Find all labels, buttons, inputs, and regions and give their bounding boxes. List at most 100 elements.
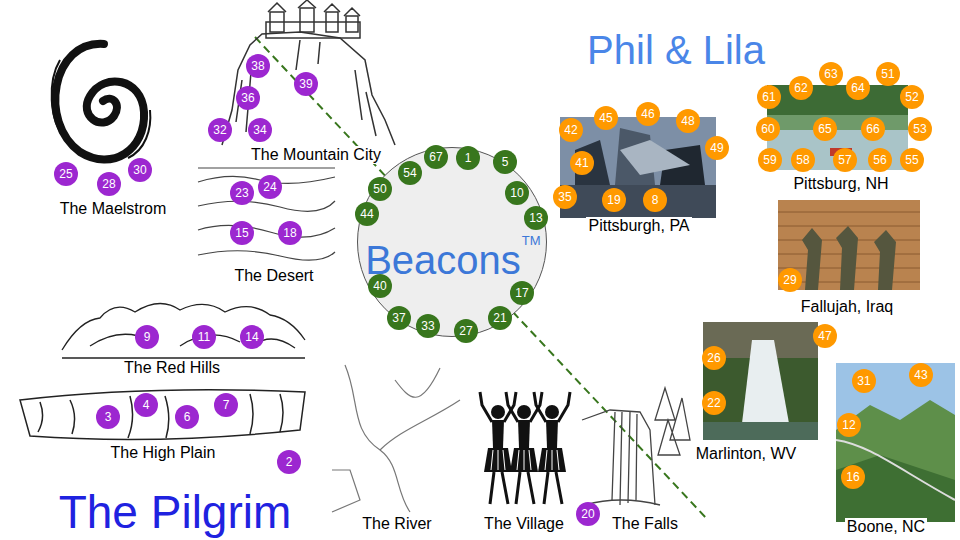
group-heading: The Pilgrim [57, 489, 294, 535]
phil-lila-marker: 12 [837, 413, 861, 437]
mountain-city-sketch [346, 16, 358, 32]
marlinton-photo [703, 422, 818, 440]
pilgrim-marker: 11 [192, 325, 216, 349]
callout-number: 39 [299, 78, 312, 90]
place-caption: The High Plain [109, 444, 218, 462]
phil-lila-marker: 8 [643, 188, 667, 212]
callout-number: 54 [403, 167, 416, 179]
boone-photo [836, 363, 955, 522]
phil-lila-marker: 53 [908, 117, 932, 141]
callout-number: 21 [493, 312, 506, 324]
beacon-marker: 27 [454, 319, 478, 343]
callout-number: 33 [421, 320, 434, 332]
village-dancers [534, 392, 570, 504]
boone-photo [836, 400, 955, 522]
phil-lila-marker: 22 [702, 391, 726, 415]
fallujah-photo [802, 228, 822, 290]
place-caption: The Mountain City [249, 146, 383, 164]
phil-lila-marker: 47 [813, 324, 837, 348]
village-dancers [534, 392, 570, 422]
beacon-marker: 50 [368, 177, 392, 201]
falls-sketch [582, 388, 690, 505]
pilgrim-marker: 25 [54, 162, 78, 186]
callout-number: 9 [144, 331, 151, 343]
village-dancers [510, 448, 538, 472]
phil-lila-marker: 56 [868, 148, 892, 172]
village-dancers [517, 450, 531, 470]
callout-number: 30 [133, 164, 146, 176]
beacon-marker: 44 [355, 202, 379, 226]
phil-lila-marker: 55 [900, 148, 924, 172]
pilgrim-marker: 7 [214, 393, 238, 417]
pilgrim-marker: 23 [230, 181, 254, 205]
callout-number: 23 [235, 187, 248, 199]
pittsburgh-photo [560, 185, 716, 218]
callout-number: 18 [283, 227, 296, 239]
red-hills-sketch [62, 303, 305, 358]
callout-number: 66 [866, 123, 879, 135]
callout-number: 47 [818, 330, 831, 342]
pilgrim-marker: 30 [128, 158, 152, 182]
pilgrim-marker: 36 [236, 86, 260, 110]
pilgrim-marker: 38 [246, 54, 270, 78]
callout-number: 59 [763, 154, 776, 166]
beacon-title: Beacons [365, 240, 521, 280]
callout-number: 2 [286, 456, 293, 468]
pittsburgh-photo [560, 117, 716, 218]
beacon-marker: 13 [524, 206, 548, 230]
maelstrom-spiral [128, 110, 150, 158]
river-map [380, 400, 460, 450]
callout-number: 6 [184, 411, 191, 423]
village-dancers [545, 450, 559, 470]
village-dancers [490, 472, 508, 504]
red-hills-sketch [62, 303, 305, 350]
place-caption: Pittsburgh, PA [586, 217, 691, 235]
place-caption: Pittsburg, NH [791, 175, 890, 193]
callout-number: 17 [515, 287, 528, 299]
callout-number: 25 [59, 168, 72, 180]
village-dancers [518, 420, 530, 448]
callout-number: 13 [529, 212, 542, 224]
callout-number: 7 [223, 399, 230, 411]
phil-lila-marker: 60 [756, 117, 780, 141]
callout-number: 10 [510, 187, 523, 199]
pilgrim-marker: 3 [96, 405, 120, 429]
phil-lila-marker: 29 [778, 268, 802, 292]
desert-sketch [198, 167, 335, 168]
beacon-marker: 21 [488, 306, 512, 330]
callout-number: 36 [241, 92, 254, 104]
callout-number: 5 [502, 156, 509, 168]
callout-number: 46 [641, 108, 654, 120]
phil-lila-marker: 43 [909, 363, 933, 387]
falls-sketch [585, 500, 660, 505]
river-map [332, 365, 460, 512]
phil-lila-marker: 66 [861, 117, 885, 141]
phil-lila-marker: 19 [602, 188, 626, 212]
mountain-city-sketch [222, 0, 395, 145]
callout-number: 61 [762, 91, 775, 103]
callout-number: 49 [710, 142, 723, 154]
falls-sketch [612, 412, 637, 505]
place-caption: The Desert [232, 267, 315, 285]
beacon-marker: 33 [416, 314, 440, 338]
pilgrim-marker: 32 [208, 118, 232, 142]
pilgrim-marker: 20 [576, 502, 600, 526]
callout-number: 37 [392, 312, 405, 324]
callout-number: 19 [607, 194, 620, 206]
pilgrim-marker: 9 [135, 325, 159, 349]
callout-number: 32 [213, 124, 226, 136]
group-heading: Phil & Lila [585, 30, 767, 70]
high-plain-sketch [20, 390, 305, 440]
callout-number: 29 [783, 274, 796, 286]
village-dancers [546, 420, 558, 448]
callout-number: 67 [429, 151, 442, 163]
high-plain-sketch [20, 390, 305, 440]
callout-number: 31 [857, 375, 870, 387]
callout-number: 43 [914, 369, 927, 381]
village-dancers [484, 448, 512, 472]
beacon-marker: 1 [456, 146, 480, 170]
phil-lila-marker: 41 [570, 151, 594, 175]
pilgrim-marker: 24 [258, 175, 282, 199]
phil-lila-marker: 35 [553, 185, 577, 209]
